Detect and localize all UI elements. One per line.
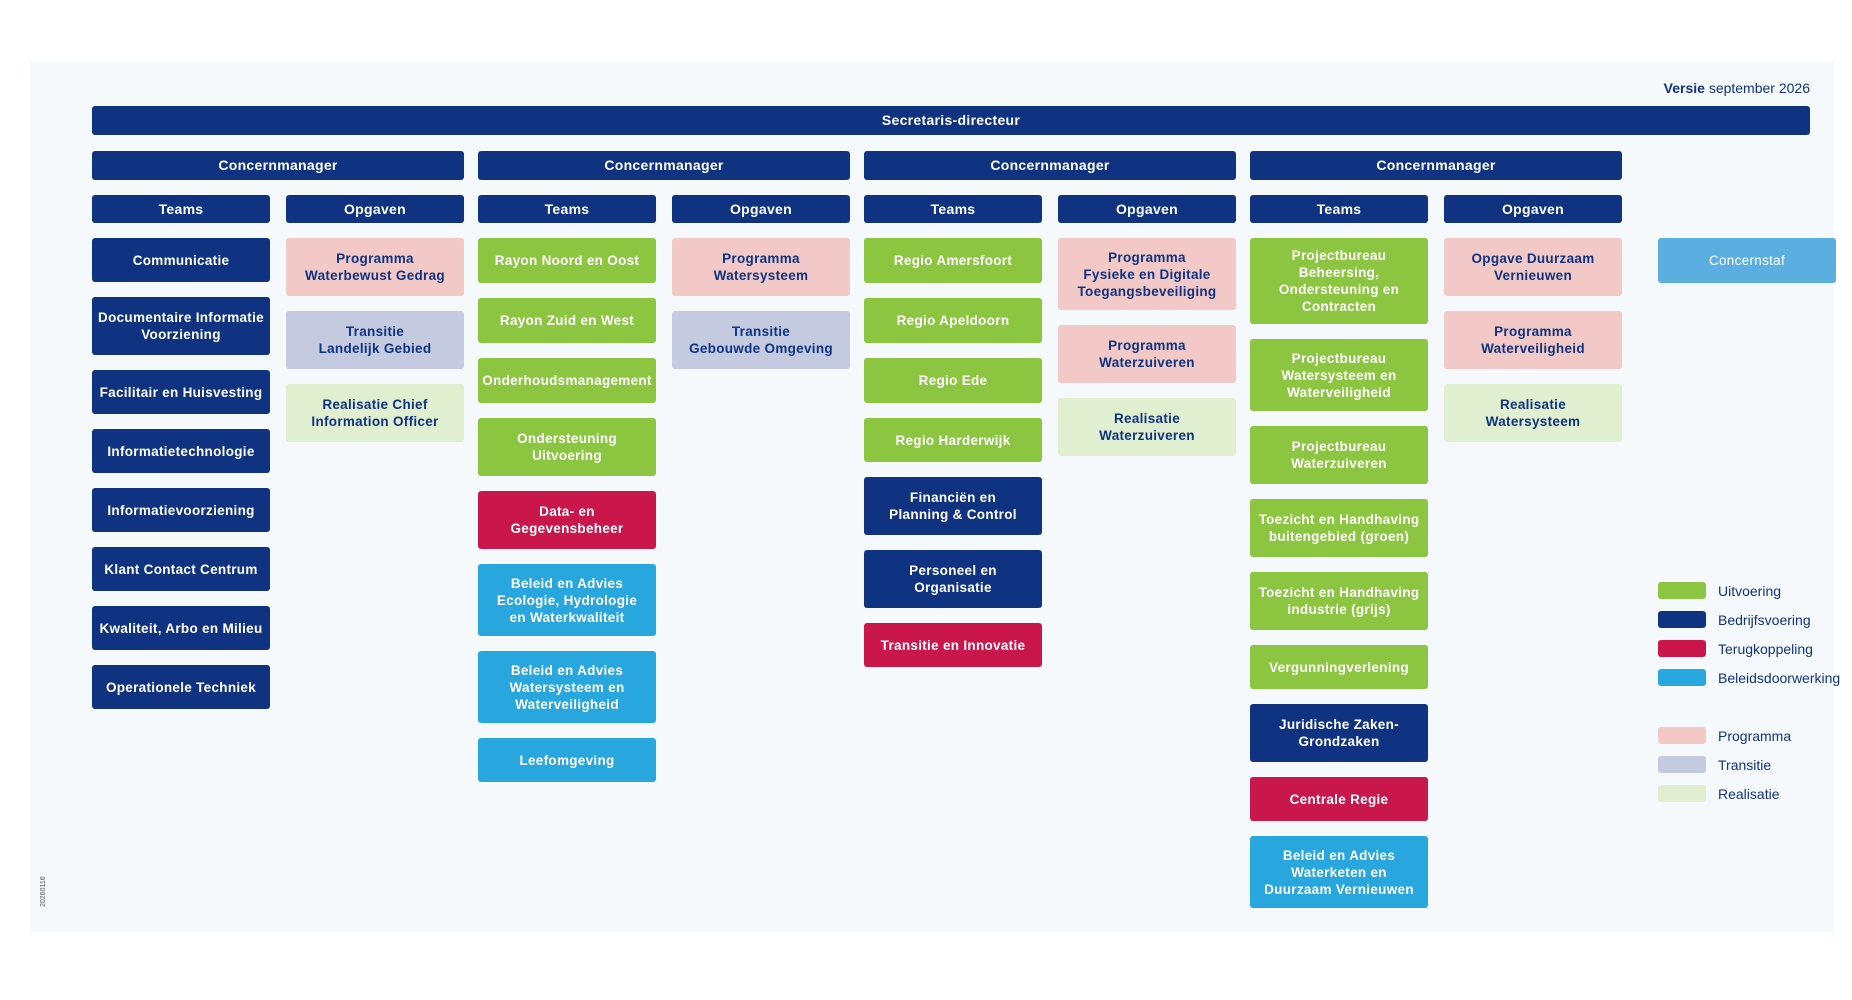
team-box[interactable]: Toezicht en Handhaving industrie (grijs) <box>1250 572 1428 630</box>
opgaven-header[interactable]: Opgaven <box>1058 195 1236 223</box>
teams-header[interactable]: Teams <box>92 195 270 223</box>
legend-item: Beleidsdoorwerking <box>1658 669 1840 686</box>
team-box[interactable]: Projectbureau Beheersing, Ondersteuning … <box>1250 238 1428 324</box>
opgave-box[interactable]: Programma Fysieke en Digitale Toegangsbe… <box>1058 238 1236 310</box>
team-box[interactable]: Ondersteuning Uitvoering <box>478 418 656 476</box>
opgave-box[interactable]: Realisatie Watersysteem <box>1444 384 1622 442</box>
legend-label: Realisatie <box>1718 785 1780 802</box>
legend-swatch <box>1658 582 1706 599</box>
legend-label: Programma <box>1718 727 1792 744</box>
concernmanager-header[interactable]: Concernmanager <box>92 151 464 180</box>
legend-swatch <box>1658 727 1706 744</box>
team-box[interactable]: Centrale Regie <box>1250 777 1428 821</box>
team-box[interactable]: Rayon Zuid en West <box>478 298 656 343</box>
concernmanager-header[interactable]: Concernmanager <box>478 151 850 180</box>
opgave-box[interactable]: Programma Waterveiligheid <box>1444 311 1622 369</box>
team-box[interactable]: Klant Contact Centrum <box>92 547 270 591</box>
legend-label: Uitvoering <box>1718 582 1782 599</box>
team-box[interactable]: Informatievoorziening <box>92 488 270 532</box>
team-box[interactable]: Beleid en Advies Waterketen en Duurzaam … <box>1250 836 1428 908</box>
opgaven-header[interactable]: Opgaven <box>1444 195 1622 223</box>
legend-swatch <box>1658 785 1706 802</box>
legend-swatch <box>1658 669 1706 686</box>
team-box[interactable]: Informatietechnologie <box>92 429 270 473</box>
team-box[interactable]: Projectbureau Waterzuiveren <box>1250 426 1428 484</box>
concernmanager-header[interactable]: Concernmanager <box>864 151 1236 180</box>
team-box[interactable]: Documentaire Informatie Voorziening <box>92 297 270 355</box>
opgave-box[interactable]: Transitie Landelijk Gebied <box>286 311 464 369</box>
legend-item: Uitvoering <box>1658 582 1781 599</box>
legend-label: Terugkoppeling <box>1718 640 1813 657</box>
team-box[interactable]: Toezicht en Handhaving buitengebied (gro… <box>1250 499 1428 557</box>
opgaven-header[interactable]: Opgaven <box>286 195 464 223</box>
team-box[interactable]: Personeel en Organisatie <box>864 550 1042 608</box>
concernstaf-box[interactable]: Concernstaf <box>1658 238 1836 283</box>
opgave-box[interactable]: Programma Watersysteem <box>672 238 850 296</box>
legend-label: Beleidsdoorwerking <box>1718 669 1841 686</box>
legend-item: Bedrijfsvoering <box>1658 611 1811 628</box>
legend-item: Realisatie <box>1658 785 1779 802</box>
secretaris-directeur-box[interactable]: Secretaris-directeur <box>92 106 1810 135</box>
opgave-box[interactable]: Programma Waterbewust Gedrag <box>286 238 464 296</box>
opgave-box[interactable]: Programma Waterzuiveren <box>1058 325 1236 383</box>
legend-swatch <box>1658 611 1706 628</box>
team-box[interactable]: Regio Ede <box>864 358 1042 403</box>
team-box[interactable]: Regio Apeldoorn <box>864 298 1042 343</box>
team-box[interactable]: Vergunningverlening <box>1250 645 1428 689</box>
team-box[interactable]: Juridische Zaken- Grondzaken <box>1250 704 1428 762</box>
legend-label: Bedrijfsvoering <box>1718 611 1811 628</box>
team-box[interactable]: Operationele Techniek <box>92 665 270 709</box>
team-box[interactable]: Data- en Gegevensbeheer <box>478 491 656 549</box>
opgaven-header[interactable]: Opgaven <box>672 195 850 223</box>
team-box[interactable]: Rayon Noord en Oost <box>478 238 656 283</box>
team-box[interactable]: Onderhoudsmanagement <box>478 358 656 403</box>
team-box[interactable]: Communicatie <box>92 238 270 282</box>
team-box[interactable]: Regio Harderwijk <box>864 418 1042 462</box>
legend-item: Transitie <box>1658 756 1771 773</box>
team-box[interactable]: Facilitair en Huisvesting <box>92 370 270 414</box>
opgave-box[interactable]: Realisatie Waterzuiveren <box>1058 398 1236 456</box>
teams-header[interactable]: Teams <box>1250 195 1428 223</box>
opgave-box[interactable]: Transitie Gebouwde Omgeving <box>672 311 850 369</box>
legend-label: Transitie <box>1718 756 1772 773</box>
opgave-box[interactable]: Opgave Duurzaam Vernieuwen <box>1444 238 1622 296</box>
team-box[interactable]: Regio Amersfoort <box>864 238 1042 283</box>
version-label: Versie september 2026 <box>1663 80 1810 96</box>
team-box[interactable]: Leefomgeving <box>478 738 656 782</box>
teams-header[interactable]: Teams <box>864 195 1042 223</box>
team-box[interactable]: Projectbureau Watersysteem en Waterveili… <box>1250 339 1428 411</box>
team-box[interactable]: Kwaliteit, Arbo en Milieu <box>92 606 270 650</box>
team-box[interactable]: Financiën en Planning & Control <box>864 477 1042 535</box>
legend-item: Programma <box>1658 727 1791 744</box>
concernmanager-header[interactable]: Concernmanager <box>1250 151 1622 180</box>
legend-item: Terugkoppeling <box>1658 640 1813 657</box>
team-box[interactable]: Transitie en Innovatie <box>864 623 1042 667</box>
opgave-box[interactable]: Realisatie Chief Information Officer <box>286 384 464 442</box>
team-box[interactable]: Beleid en Advies Ecologie, Hydrologie en… <box>478 564 656 636</box>
teams-header[interactable]: Teams <box>478 195 656 223</box>
team-box[interactable]: Beleid en Advies Watersysteem en Waterve… <box>478 651 656 723</box>
org-chart: Versie september 2026 Secretaris-directe… <box>30 62 1840 932</box>
legend-swatch <box>1658 640 1706 657</box>
document-number: 20260116 <box>40 876 47 907</box>
legend-swatch <box>1658 756 1706 773</box>
